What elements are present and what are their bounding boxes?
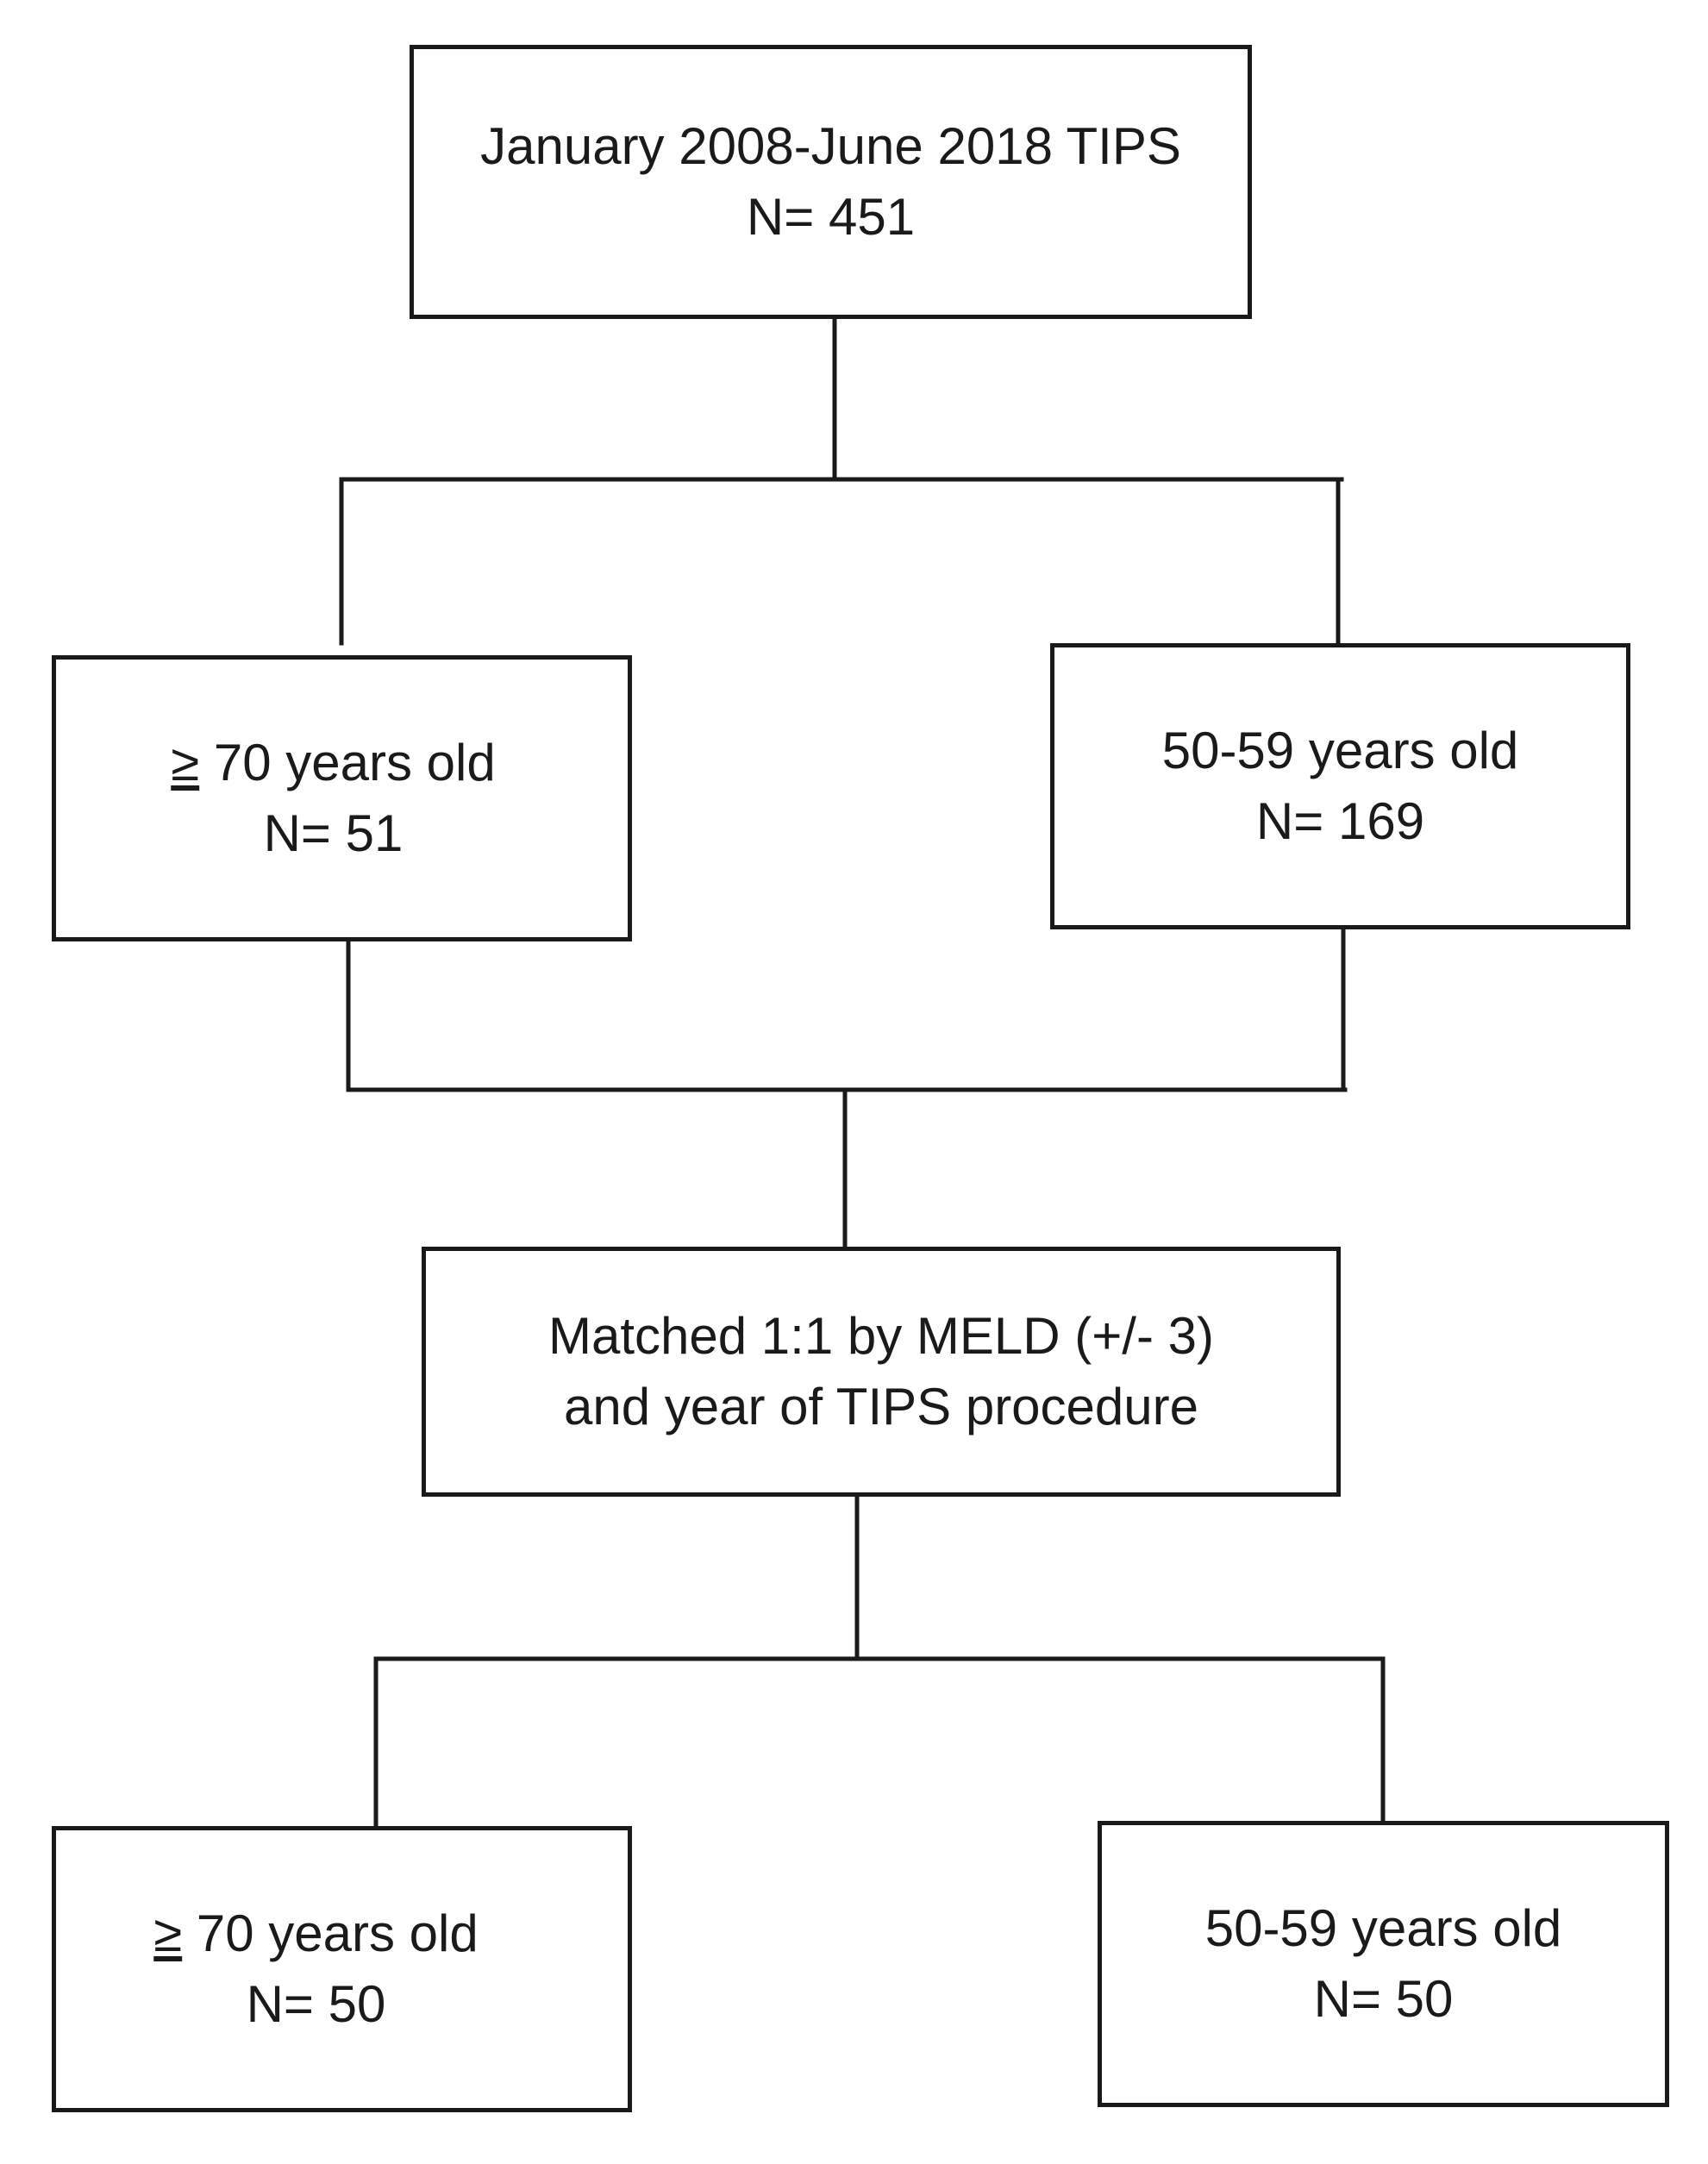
box-all-tips-period: January 2008-June 2018 TIPS [480,117,1181,175]
box-age-70-plus-matched: ≥ 70 years old N= 50 [52,1826,632,2112]
box-age-50-59-count: N= 169 [1255,792,1425,850]
box-age-50-59-matched-label: 50-59 years old [1204,1899,1562,1957]
box-all-tips-count: N= 451 [746,188,916,246]
box-age-70-plus: ≥ 70 years old N= 51 [52,655,632,941]
box-age-70-plus-matched-text: 70 years old [182,1904,479,1962]
box-age-70-plus-label: ≥ 70 years old [171,728,495,798]
box-age-70-plus-matched-count: N= 50 [246,1975,386,2033]
box-age-70-plus-count: N= 51 [263,804,404,862]
box-age-50-59-label: 50-59 years old [1161,722,1519,779]
box-all-tips: January 2008-June 2018 TIPS N= 451 [410,45,1252,319]
box-age-70-plus-matched-label: ≥ 70 years old [153,1898,478,1969]
box-matching-criteria: Matched 1:1 by MELD (+/- 3) and year of … [422,1247,1341,1497]
box-age-70-plus-text: 70 years old [199,734,496,791]
box-matching-line2: and year of TIPS procedure [564,1378,1198,1435]
box-matching-line1: Matched 1:1 by MELD (+/- 3) [548,1307,1214,1365]
box-age-50-59-matched-count: N= 50 [1313,1970,1454,2028]
greater-equal-symbol: ≥ [171,734,200,791]
box-age-50-59-matched: 50-59 years old N= 50 [1098,1821,1669,2107]
greater-equal-symbol: ≥ [153,1904,183,1962]
box-age-50-59: 50-59 years old N= 169 [1050,643,1630,929]
